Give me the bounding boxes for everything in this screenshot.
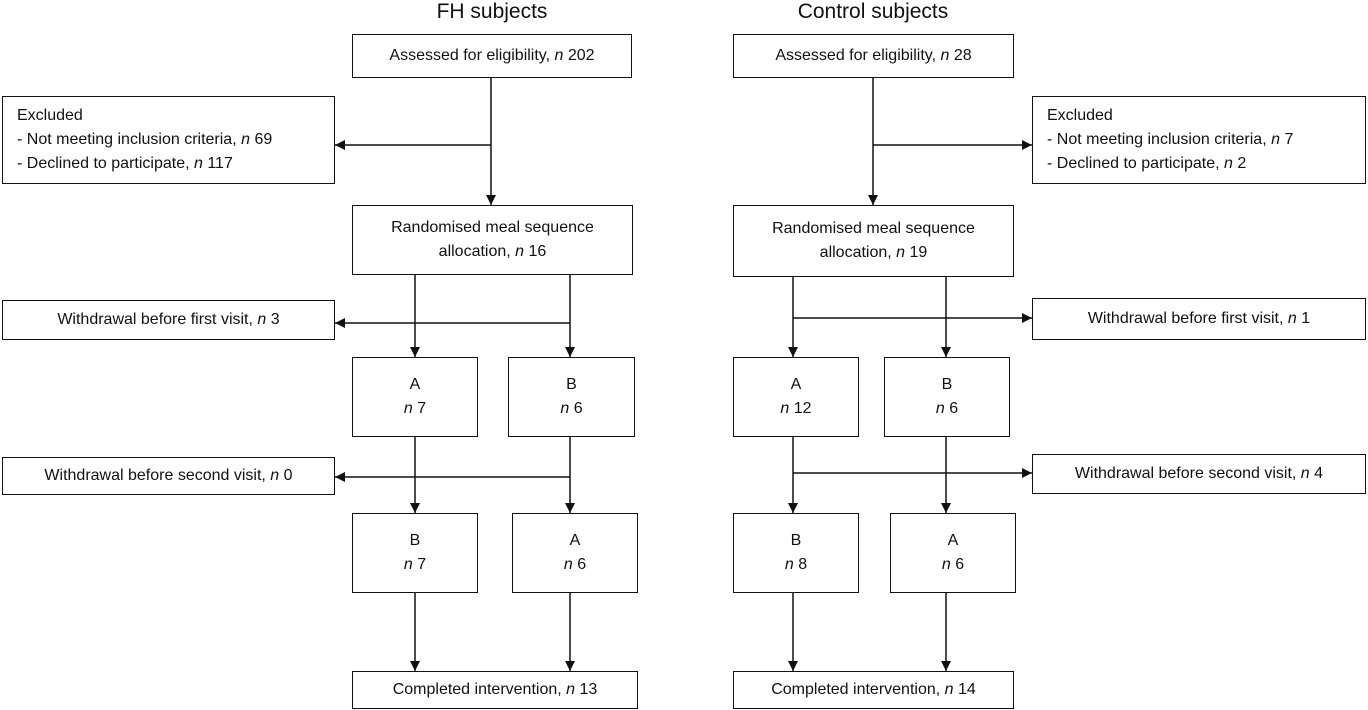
control-visit1-a-box: A n 12 — [733, 357, 859, 437]
control-randomised-count: 19 — [909, 244, 928, 261]
fh-visit2-b-label: B — [409, 532, 421, 549]
fh-withdrawal-first-text: Withdrawal before first visit, — [57, 311, 258, 328]
control-visit1-b-count: 6 — [949, 400, 959, 417]
control-randomised-line1: Randomised meal sequence — [772, 220, 975, 237]
fh-withdrawal-second-box: Withdrawal before second visit, n 0 — [2, 457, 335, 495]
control-visit2-a-box: A n 6 — [890, 513, 1016, 593]
control-withdrawal-second-text: Withdrawal before second visit, — [1074, 465, 1301, 482]
n-symbol: n — [241, 131, 250, 148]
control-excluded-line1-count: 7 — [1284, 131, 1294, 148]
control-visit1-b-box: B n 6 — [884, 357, 1010, 437]
n-symbol: n — [1300, 465, 1310, 482]
control-visit1-b-label: B — [941, 376, 953, 393]
control-visit1-a-count: 12 — [793, 400, 812, 417]
control-visit1-a-label: A — [790, 376, 802, 393]
fh-randomised-line1: Randomised meal sequence — [391, 219, 594, 236]
fh-excluded-line2-text: - Declined to participate, — [17, 155, 194, 172]
control-excluded-line2-count: 2 — [1237, 155, 1247, 172]
fh-withdrawal-first-count: 3 — [270, 311, 280, 328]
fh-excluded-line2-count: 117 — [207, 155, 233, 172]
fh-randomised-box: Randomised meal sequence allocation, n 1… — [352, 205, 633, 275]
fh-completed-count: 13 — [579, 681, 598, 698]
fh-withdrawal-first-box: Withdrawal before first visit, n 3 — [2, 300, 335, 340]
control-withdrawal-first-count: 1 — [1301, 310, 1311, 327]
control-excluded-box: Excluded - Not meeting inclusion criteri… — [1032, 96, 1366, 184]
n-symbol: n — [941, 556, 951, 573]
fh-excluded-line1-text: - Not meeting inclusion criteria, — [17, 131, 242, 148]
fh-completed-box: Completed intervention, n 13 — [352, 671, 638, 709]
fh-assessed-box: Assessed for eligibility, n 202 — [352, 34, 632, 78]
fh-visit1-a-count: 7 — [417, 400, 427, 417]
control-visit2-b-label: B — [790, 532, 802, 549]
fh-heading: FH subjects — [436, 0, 548, 23]
fh-assessed-count: 202 — [567, 47, 595, 64]
control-visit2-b-count: 8 — [798, 556, 808, 573]
n-symbol: n — [193, 155, 203, 172]
n-symbol: n — [1223, 155, 1233, 172]
control-randomised-box: Randomised meal sequence allocation, n 1… — [733, 205, 1014, 277]
fh-excluded-line1-count: 69 — [254, 131, 273, 148]
n-symbol: n — [403, 400, 413, 417]
fh-excluded-title: Excluded — [17, 107, 83, 124]
n-symbol: n — [784, 556, 794, 573]
fh-withdrawal-second-text: Withdrawal before second visit, — [44, 467, 271, 484]
fh-visit2-a-count: 6 — [577, 556, 587, 573]
fh-visit2-a-label: A — [569, 532, 581, 549]
n-symbol: n — [257, 311, 267, 328]
fh-visit1-b-count: 6 — [573, 400, 583, 417]
fh-visit2-b-box: B n 7 — [352, 513, 478, 593]
fh-completed-text: Completed intervention, — [392, 681, 567, 698]
control-assessed-box: Assessed for eligibility, n 28 — [733, 34, 1014, 78]
control-withdrawal-second-box: Withdrawal before second visit, n 4 — [1032, 454, 1366, 494]
fh-excluded-box: Excluded - Not meeting inclusion criteri… — [2, 96, 335, 184]
fh-withdrawal-second-count: 0 — [283, 467, 293, 484]
control-visit2-a-label: A — [947, 532, 959, 549]
fh-visit2-a-box: A n 6 — [512, 513, 638, 593]
control-visit2-a-count: 6 — [955, 556, 965, 573]
n-symbol: n — [896, 244, 906, 261]
n-symbol: n — [940, 47, 950, 64]
n-symbol: n — [554, 47, 564, 64]
fh-visit1-a-box: A n 7 — [352, 357, 478, 437]
control-completed-text: Completed intervention, — [771, 681, 945, 698]
control-assessed-count: 28 — [953, 47, 972, 64]
fh-assessed-text: Assessed for eligibility, — [389, 47, 555, 64]
control-withdrawal-second-count: 4 — [1314, 465, 1324, 482]
control-completed-box: Completed intervention, n 14 — [733, 671, 1014, 709]
fh-visit1-a-label: A — [409, 376, 421, 393]
n-symbol: n — [780, 400, 790, 417]
n-symbol: n — [270, 467, 280, 484]
n-symbol: n — [1271, 131, 1280, 148]
fh-randomised-line2: allocation, — [438, 243, 516, 260]
control-withdrawal-first-box: Withdrawal before first visit, n 1 — [1032, 298, 1366, 340]
fh-visit2-b-count: 7 — [417, 556, 427, 573]
n-symbol: n — [935, 400, 945, 417]
control-excluded-line1-text: - Not meeting inclusion criteria, — [1047, 131, 1272, 148]
n-symbol: n — [563, 556, 573, 573]
n-symbol: n — [403, 556, 413, 573]
n-symbol: n — [560, 400, 570, 417]
control-randomised-line2: allocation, — [819, 244, 897, 261]
control-completed-count: 14 — [958, 681, 976, 698]
n-symbol: n — [944, 681, 954, 698]
fh-visit1-b-box: B n 6 — [508, 357, 635, 437]
control-withdrawal-first-text: Withdrawal before first visit, — [1087, 310, 1288, 327]
n-symbol: n — [1287, 310, 1297, 327]
control-assessed-text: Assessed for eligibility, — [775, 47, 941, 64]
control-heading: Control subjects — [797, 0, 949, 23]
n-symbol: n — [566, 681, 576, 698]
fh-visit1-b-label: B — [566, 376, 577, 393]
control-visit2-b-box: B n 8 — [733, 513, 859, 593]
fh-randomised-count: 16 — [528, 243, 547, 260]
control-excluded-title: Excluded — [1047, 107, 1113, 124]
control-excluded-line2-text: - Declined to participate, — [1047, 155, 1224, 172]
n-symbol: n — [515, 243, 525, 260]
